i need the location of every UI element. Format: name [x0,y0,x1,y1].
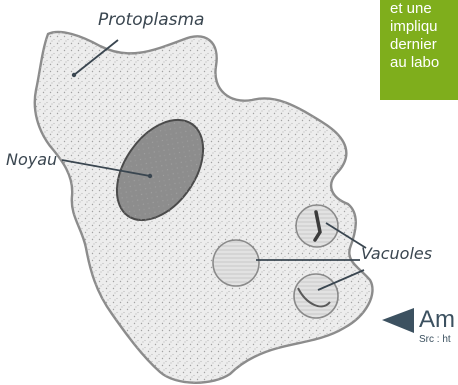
caption-source-link[interactable]: Src : ht [419,334,451,345]
protoplasma-label: Protoplasma [98,10,204,30]
caption-arrow-icon [382,308,414,333]
side-text-line: impliqu [390,18,438,36]
vacuoles-label: Vacuoles [361,244,432,263]
side-text-line: dernier [390,36,437,54]
side-text-line: au labo [390,54,439,72]
caption-title: Am [419,306,455,334]
side-text-line: et une [390,0,432,18]
side-text-box: et une impliqu dernier au labo [380,0,458,100]
noyau-label: Noyau [6,150,57,169]
